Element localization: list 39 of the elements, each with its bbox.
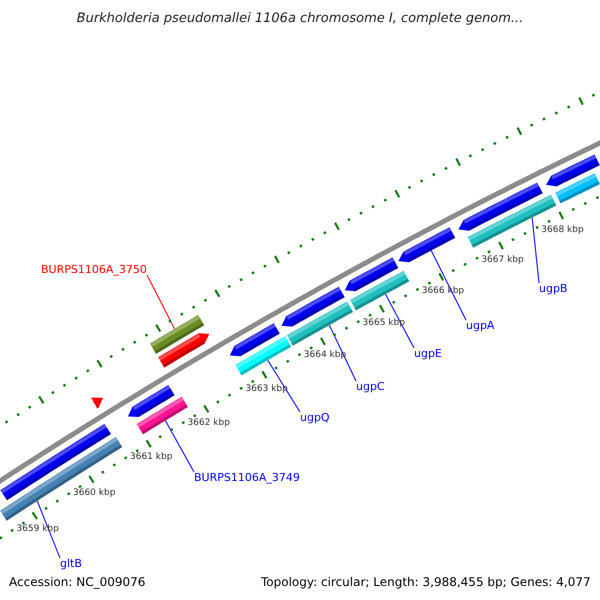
gene-label: ugpB: [539, 283, 568, 294]
tick-label: 3662 kbp: [188, 418, 230, 428]
gene-segment: [458, 182, 543, 231]
gene-segment: [546, 154, 600, 186]
gene-label: ugpC: [356, 381, 385, 392]
gene-segment: [128, 385, 175, 417]
gene-segment: [136, 396, 188, 434]
leader-line: [328, 324, 356, 382]
gene-segment: [235, 336, 292, 376]
leader-line: [385, 294, 414, 348]
gene-label: gltB: [60, 558, 82, 569]
leader-line: [267, 360, 300, 412]
genome-info-text: Topology: circular; Length: 3,988,455 bp; Genes: 4,077: [261, 576, 591, 588]
leader-line: [430, 250, 466, 320]
gene-segment: [150, 314, 204, 354]
gene-segment: [158, 333, 210, 368]
tick-label: 3667 kbp: [481, 256, 524, 265]
gene-label: ugpE: [414, 348, 442, 359]
leader-line: [36, 500, 60, 558]
gene-segment: [398, 227, 456, 262]
gene-segment: [555, 173, 600, 204]
gene-segment: [344, 257, 398, 292]
gene-label: BURPS1106A_3749: [194, 472, 300, 483]
gene-segment: [350, 270, 410, 310]
tick-label: 3661 kbp: [130, 453, 172, 462]
gene-label: ugpA: [466, 320, 494, 331]
leader-line: [532, 217, 540, 284]
gene-segment: [91, 398, 103, 408]
leader-line: [146, 274, 176, 330]
gene-segment: [230, 323, 280, 356]
gene-label: ugpQ: [300, 412, 330, 423]
accession-text: Accession: NC_009076: [9, 576, 146, 588]
gene-segment: [282, 286, 345, 327]
gene-label: BURPS1106A_3750: [41, 264, 147, 275]
gene-segment: [0, 436, 122, 521]
map-title: Burkholderia pseudomallei 1106a chromosome I, complete genom...: [76, 12, 524, 25]
gene-segment: [286, 302, 353, 346]
tick-label: 3660 kbp: [73, 488, 116, 498]
tick-label: 3668 kbp: [541, 226, 584, 235]
